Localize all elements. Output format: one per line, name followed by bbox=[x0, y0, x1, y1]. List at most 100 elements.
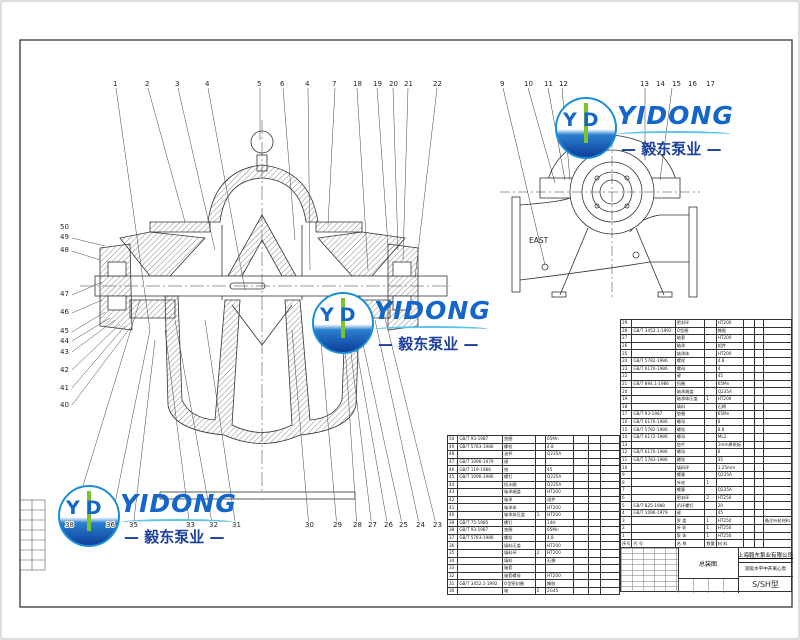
part-qty: 1 bbox=[704, 531, 717, 541]
product-name: 双吸水平中开离心泵 bbox=[738, 562, 793, 577]
part-extra bbox=[572, 488, 590, 497]
part-extra bbox=[742, 501, 755, 510]
part-mat: 65Mn bbox=[715, 410, 744, 419]
part-name: 轴承端盖 bbox=[502, 488, 536, 497]
part-mat: HT250 bbox=[715, 531, 744, 541]
part-extra bbox=[600, 510, 620, 520]
part-extra bbox=[742, 417, 755, 427]
logo-emblem: YD bbox=[58, 485, 120, 547]
part-extra bbox=[753, 364, 764, 374]
part-code bbox=[631, 440, 676, 450]
part-extra bbox=[588, 442, 602, 452]
part-extra bbox=[572, 450, 590, 459]
part-name: 填料环 bbox=[674, 463, 706, 472]
part-mat: 石棉 bbox=[545, 556, 574, 566]
part-extra bbox=[753, 402, 764, 412]
callout: 41 bbox=[60, 384, 69, 392]
part-extra bbox=[600, 564, 620, 573]
part-qty bbox=[534, 571, 547, 581]
part-qty bbox=[704, 463, 717, 472]
part-code: GB/T 894.1-1986 bbox=[631, 379, 676, 389]
part-qty bbox=[704, 341, 717, 351]
part-qty bbox=[534, 488, 547, 497]
part-extra bbox=[600, 465, 620, 474]
part-name: 轴承体压盖 bbox=[674, 394, 706, 404]
part-code bbox=[457, 450, 504, 459]
part-extra bbox=[572, 480, 590, 490]
part-mat: 8 bbox=[715, 448, 744, 457]
part-extra bbox=[753, 417, 764, 427]
part-no: 47 bbox=[446, 457, 459, 467]
part-qty bbox=[534, 480, 547, 490]
callout: 42 bbox=[60, 366, 69, 374]
part-no: 35 bbox=[446, 548, 459, 558]
part-code bbox=[457, 480, 504, 490]
callout: 10 bbox=[524, 80, 533, 88]
part-name: 轴套螺母 bbox=[502, 571, 536, 581]
part-extra bbox=[588, 564, 602, 573]
part-extra bbox=[762, 364, 793, 374]
part-extra bbox=[588, 556, 602, 566]
part-extra bbox=[588, 548, 602, 558]
part-code: GB/T 5782-1986 bbox=[631, 425, 676, 434]
part-code: GB/T 3452.1-1992 bbox=[631, 326, 676, 336]
part-extra bbox=[753, 379, 764, 389]
part-no: 27 bbox=[619, 334, 633, 343]
part-extra bbox=[753, 486, 764, 495]
part-no: 43 bbox=[446, 488, 459, 497]
part-extra bbox=[762, 341, 793, 351]
part-extra bbox=[762, 326, 793, 336]
part-extra bbox=[588, 533, 602, 543]
part-name: 挡水圈 bbox=[502, 480, 536, 490]
part-qty bbox=[704, 470, 717, 480]
part-name: 垫圈 bbox=[502, 435, 536, 444]
part-extra bbox=[572, 556, 590, 566]
part-name: 螺母 bbox=[674, 448, 706, 457]
part-qty bbox=[704, 387, 717, 396]
part-code bbox=[631, 531, 676, 541]
callout: 1 bbox=[113, 80, 117, 88]
part-code: GB/T 5783-1986 bbox=[457, 442, 504, 452]
part-qty: 数量 bbox=[704, 539, 717, 548]
part-extra bbox=[572, 503, 590, 512]
logo-tagline: — 毅东泵业 — bbox=[378, 335, 479, 353]
part-extra bbox=[742, 349, 755, 358]
part-extra bbox=[600, 579, 620, 588]
part-name: 螺塞 bbox=[674, 486, 706, 495]
part-extra bbox=[742, 319, 755, 328]
part-extra bbox=[588, 510, 602, 520]
part-no: 26 bbox=[619, 341, 633, 351]
part-no: 23 bbox=[619, 364, 633, 374]
part-name: 轴承体 bbox=[674, 349, 706, 358]
part-name: 填料 bbox=[674, 402, 706, 412]
part-qty bbox=[704, 402, 717, 412]
part-qty: 1 bbox=[704, 394, 717, 404]
part-mat: HT200 bbox=[545, 548, 574, 558]
part-extra bbox=[600, 541, 620, 550]
part-extra bbox=[572, 548, 590, 558]
part-extra bbox=[572, 435, 590, 444]
part-extra bbox=[742, 448, 755, 457]
part-extra bbox=[742, 508, 755, 518]
part-mat: 8 bbox=[715, 417, 744, 427]
part-extra bbox=[600, 480, 620, 490]
part-mat: HT200 bbox=[715, 349, 744, 358]
part-no: 40 bbox=[446, 510, 459, 520]
logo-emblem: YD bbox=[312, 292, 374, 354]
part-mat: 8.8 bbox=[715, 425, 744, 434]
part-no: 7 bbox=[619, 486, 633, 495]
part-code: GB/T 3452.1-1992 bbox=[457, 579, 504, 588]
part-mat: 65Mn bbox=[545, 526, 574, 535]
parts-header-row: 序号代 号名 称数量材 料 bbox=[619, 539, 793, 548]
part-extra bbox=[753, 455, 764, 465]
part-extra bbox=[753, 410, 764, 419]
